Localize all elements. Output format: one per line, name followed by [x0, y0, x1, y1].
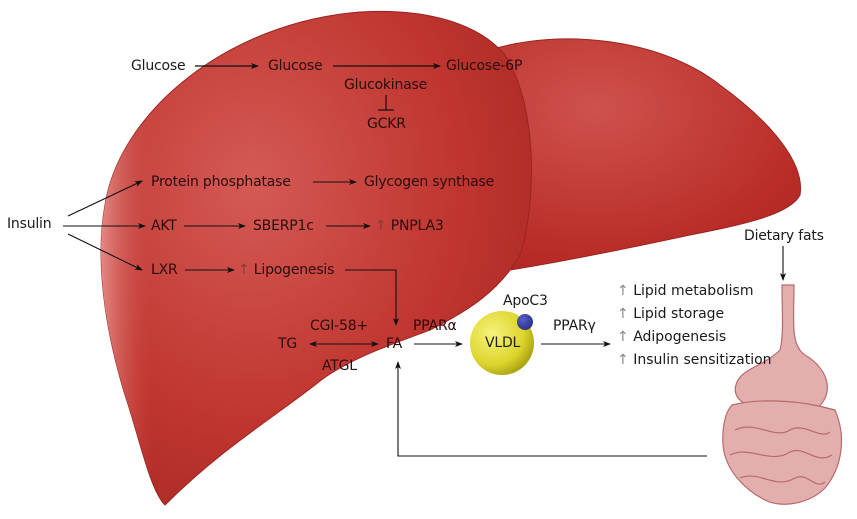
apoc3-particle — [517, 314, 533, 330]
effect-text: Lipid storage — [633, 306, 725, 322]
up-arrow-icon: ↑ — [238, 262, 250, 278]
effect-item: ↑ Adipogenesis — [617, 326, 772, 349]
up-arrow-icon: ↑ — [617, 283, 629, 299]
effects-list: ↑ Lipid metabolism ↑ Lipid storage ↑ Adi… — [617, 280, 772, 372]
label-atgl: ATGL — [322, 358, 357, 374]
label-gckr: GCKR — [367, 116, 406, 132]
label-glucose-6p: Glucose-6P — [446, 58, 523, 74]
label-glucose-extracellular: Glucose — [131, 58, 186, 74]
up-arrow-icon: ↑ — [617, 306, 629, 322]
up-arrow-icon: ↑ — [375, 218, 387, 234]
label-pnpla3: ↑ PNPLA3 — [375, 218, 444, 234]
arrow-lipogenesis-fa — [345, 269, 399, 326]
up-arrow-icon: ↑ — [617, 352, 629, 368]
label-lxr: LXR — [151, 262, 178, 278]
label-glucose-intracellular: Glucose — [268, 58, 323, 74]
up-arrow-icon: ↑ — [617, 329, 629, 345]
effect-item: ↑ Insulin sensitization — [617, 349, 772, 372]
label-protein-phosphatase: Protein phosphatase — [151, 174, 291, 190]
label-ppar-alpha: PPARα — [413, 318, 457, 334]
label-sberp1c: SBERP1c — [253, 218, 314, 234]
effect-item: ↑ Lipid storage — [617, 303, 772, 326]
effect-text: Lipid metabolism — [633, 283, 754, 299]
label-tg: TG — [278, 336, 298, 352]
arrow-insulin-protein-phosphatase — [67, 180, 143, 217]
digestive-tract-illustration — [722, 284, 843, 505]
label-apoc3: ApoC3 — [503, 293, 548, 309]
liver-highlight — [101, 11, 532, 505]
label-akt: AKT — [151, 218, 177, 234]
effect-text: Insulin sensitization — [633, 352, 772, 368]
label-fa: FA — [386, 336, 402, 352]
pnpla3-text: PNPLA3 — [390, 218, 444, 234]
effect-item: ↑ Lipid metabolism — [617, 280, 772, 303]
label-lipogenesis: ↑ Lipogenesis — [238, 262, 334, 278]
label-glucokinase: Glucokinase — [344, 77, 428, 93]
label-ppar-gamma: PPARγ — [553, 318, 596, 334]
label-vldl: VLDL — [485, 335, 521, 351]
vldl-particle — [470, 311, 534, 375]
label-cgi58: CGI-58+ — [310, 318, 368, 334]
label-glycogen-synthase: Glycogen synthase — [364, 174, 495, 190]
arrow-gut-to-fa — [395, 361, 707, 457]
label-insulin: Insulin — [7, 216, 52, 232]
arrow-insulin-lxr — [67, 233, 143, 271]
liver-right-lobe — [459, 38, 802, 272]
effect-text: Adipogenesis — [633, 329, 727, 345]
label-dietary-fats: Dietary fats — [744, 228, 824, 244]
lipogenesis-text: Lipogenesis — [253, 262, 335, 278]
